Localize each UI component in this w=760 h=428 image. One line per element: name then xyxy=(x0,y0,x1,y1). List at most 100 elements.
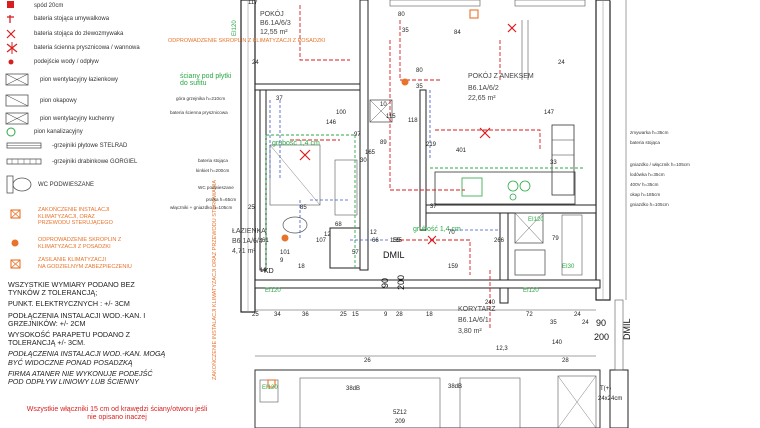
dim: 9 xyxy=(280,258,284,264)
legend-item-panel-radiator: -grzejniki płytowe STELRAD xyxy=(4,140,127,152)
thickness-label-bath: grubość 1,4 cm xyxy=(272,140,320,147)
kd-label: KD xyxy=(264,268,274,275)
panel-radiator-icon xyxy=(4,140,48,152)
kitchen-vent-shaft-icon xyxy=(4,111,36,127)
legend-item-ladder-radiator: -grzejniki drabinkowe GORGIEL xyxy=(4,156,137,168)
note-plumbing: PODŁĄCZENIA INSTALACJI WOD.-KAN. I GRZEJ… xyxy=(8,310,146,328)
dim: 24 xyxy=(582,320,589,326)
dim: 401 xyxy=(456,148,467,154)
dim: 209 xyxy=(395,419,406,425)
tiles-walls-note: ściany pod płytki do sufitu xyxy=(180,73,232,87)
bath-note-wc: WC podwieszane xyxy=(198,185,234,190)
room-lazienka-area: 4,71 m² xyxy=(232,248,256,255)
corridor-wall xyxy=(254,279,601,289)
dim: 9 xyxy=(384,312,388,318)
legend-orange-condensate: ODPROWADZENIE SKROPLIN Z KLIMATYZACJI Z … xyxy=(4,237,121,251)
dim: 25 xyxy=(248,205,255,211)
dim-200-b: 200 xyxy=(594,332,610,342)
dim: 115 xyxy=(386,114,396,120)
dim: 146 xyxy=(326,120,337,126)
wall-center xyxy=(359,0,369,271)
dim: 35 xyxy=(416,84,423,90)
legend-red-square-icon xyxy=(4,0,30,12)
dim: 15 xyxy=(352,312,359,318)
dim: 61 xyxy=(262,238,269,244)
shower-faucet-icon xyxy=(4,42,30,54)
dim: 57 xyxy=(352,250,359,256)
dim: 24x24cm xyxy=(598,396,623,402)
dim-90-b: 90 xyxy=(596,318,607,328)
dim: 12 xyxy=(370,230,377,236)
dim: 100 xyxy=(336,110,347,116)
faucet-red-icon xyxy=(4,13,30,25)
dim: 25 xyxy=(252,312,259,318)
room-lazienka-id: B6.1A/6/4 xyxy=(232,238,263,245)
dim: 35 xyxy=(402,28,409,34)
condensate-drain-icon xyxy=(4,237,34,251)
dim: 89 xyxy=(380,140,387,146)
dim: 37 xyxy=(430,204,437,210)
dim: 155 xyxy=(390,238,401,244)
kitchen-note-dishwasher: zmywarka h=35cm xyxy=(630,130,669,135)
legend-item-hood: pion okapowy xyxy=(4,93,77,109)
dim: 185 xyxy=(392,238,403,244)
dim: 79 xyxy=(552,236,559,242)
legend-item-sink-faucet: bateria stojąca do zlewozmywaka xyxy=(4,28,123,40)
bath-note-radiator: góra grzejnika h=210cm xyxy=(176,96,226,101)
ladder-radiator-icon xyxy=(4,156,48,168)
room-pokoj-id: B6.1A/6/3 xyxy=(260,20,291,27)
ac-end-icon xyxy=(4,207,34,221)
dim: 240 xyxy=(485,300,496,306)
dim: 18 xyxy=(298,264,305,270)
sewer-shaft-icon xyxy=(4,126,30,138)
dim: 68 xyxy=(335,222,342,228)
dmil-label-2: DMIL xyxy=(622,318,632,340)
legend-panel: spód 20cm bateria stojąca umywalkowa bat… xyxy=(0,0,240,428)
ei-label-2: EI120 xyxy=(265,288,281,294)
installation-notes: WSZYSTKIE WYMIARY PODANO BEZ TYNKÓW Z TO… xyxy=(8,280,168,389)
kitchen-note-hood: okap h=185cm xyxy=(630,192,661,197)
dim: 147 xyxy=(544,110,555,116)
legend-orange-power: ZASILANIE KLIMATYZACJI NA GODZIELNYM ZAB… xyxy=(4,257,132,271)
dim: 10 xyxy=(380,102,387,108)
ei-label-6: EI30 xyxy=(562,264,575,270)
dim: 97 xyxy=(354,132,361,138)
bath-note-shower: bateria ścienna prysznicowa xyxy=(170,110,228,115)
hood-shaft-icon xyxy=(4,93,36,109)
kitchen-note-fridge: lodówka h=35cm xyxy=(630,172,665,177)
dim: 159 xyxy=(448,264,459,270)
legend-item-bath-vent: pion wentylacyjny łazienkowy xyxy=(4,72,118,88)
legend-item-shower-faucet: bateria ścienna prysznicowa / wannowa xyxy=(4,42,140,54)
dim-200-a: 200 xyxy=(396,274,406,290)
switches-footnote: Wszystkie włączniki 15 cm od krawędzi śc… xyxy=(26,406,208,421)
ac-power-icon xyxy=(4,257,34,271)
room-aneks-id: B6.1A/6/2 xyxy=(468,85,499,92)
bath-note-faucet: bateria stojąca xyxy=(198,158,228,163)
ei-label-5: EI120 xyxy=(262,385,278,391)
kitchen-note-socket2: gniazdko h=105cm xyxy=(630,202,669,207)
dim: T(+) xyxy=(600,386,612,392)
dim: 24 xyxy=(558,60,565,66)
dim: 30 xyxy=(360,158,367,164)
note-visible: PODŁĄCZENIA INSTALACJI WOD.-KAN. MOGĄ BY… xyxy=(8,349,166,367)
dim: 140 xyxy=(552,340,563,346)
room-pokoj-name: POKÓJ xyxy=(260,11,284,18)
dim: 28 xyxy=(396,312,403,318)
kitchen-note-faucet: bateria stojąca xyxy=(630,140,660,145)
dim: 219 xyxy=(426,142,437,148)
kitchen-counter xyxy=(434,171,576,205)
bath-note-switches: włączniki + gniazdko h=105cm xyxy=(170,205,233,210)
dim: 165 xyxy=(365,150,376,156)
room-korytarz-id: B6.1A/6/1 xyxy=(458,317,489,324)
dim: 26 xyxy=(364,358,371,364)
acoustic-label-2: 38dB xyxy=(448,384,463,390)
legend-item-faucet-basin: bateria stojąca umywalkowa xyxy=(4,13,109,25)
kitchen-note-400v: 400V h=35cm xyxy=(630,182,659,187)
dmil-label-1: DMIL xyxy=(383,250,405,260)
wall-wc-icon xyxy=(4,174,34,196)
dim: 101 xyxy=(280,250,291,256)
room-lazienka-name: ŁAZIENKA xyxy=(232,228,266,235)
room-korytarz-area: 3,80 m² xyxy=(458,328,482,335)
dim: 37 xyxy=(276,96,283,102)
fire-label: 5Z12 xyxy=(393,410,407,416)
